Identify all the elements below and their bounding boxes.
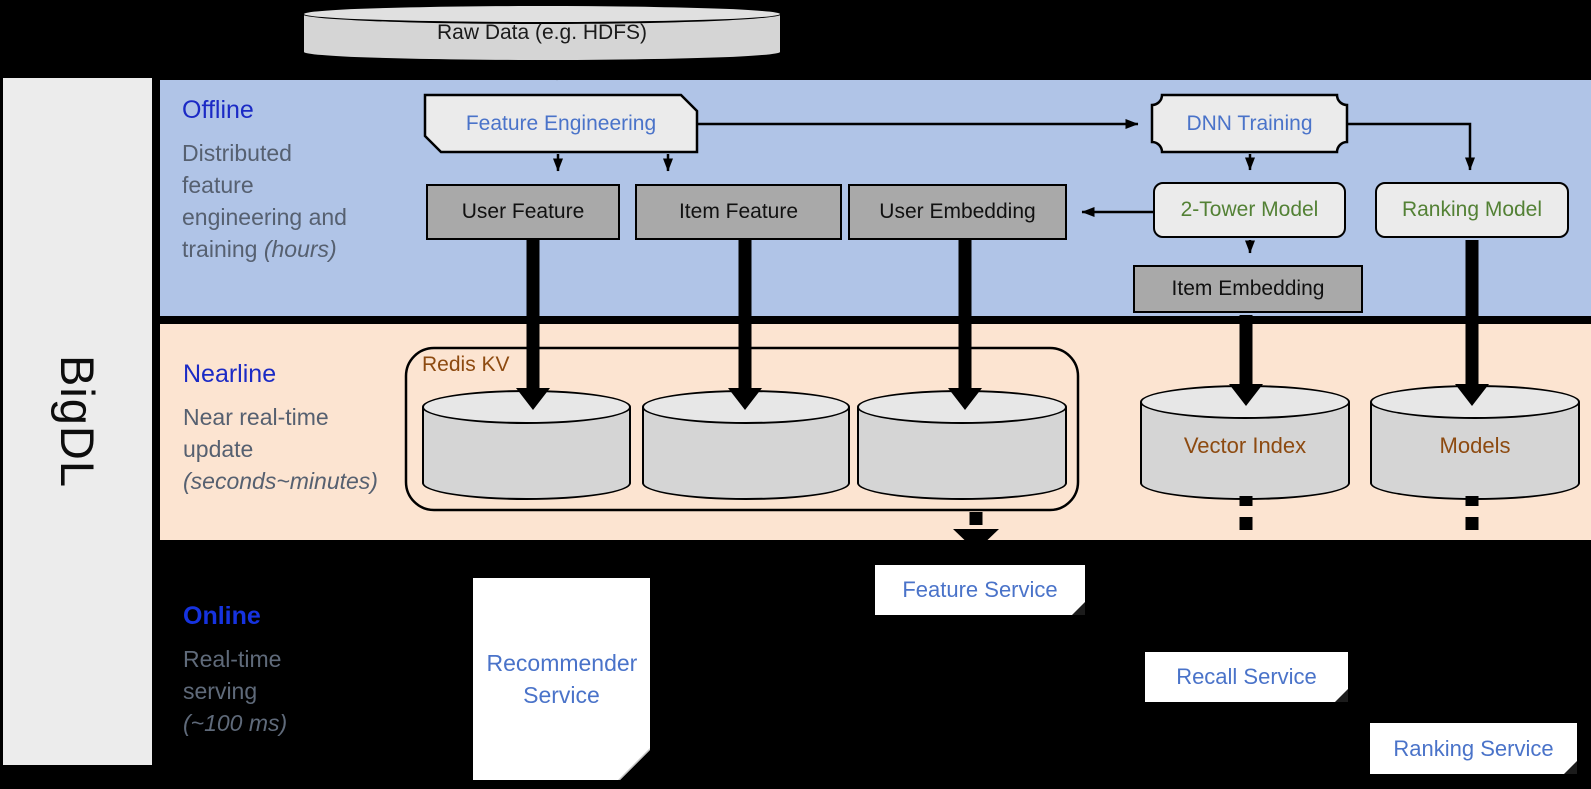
bigdl-brand-label: BigDL [50, 354, 104, 489]
models-cylinder-lid [1370, 385, 1580, 419]
offline-label-block: Offline Distributed feature engineering … [182, 96, 347, 265]
ranking-service-box: Ranking Service [1370, 723, 1577, 774]
feature-service-page-fold [1072, 602, 1085, 615]
item-feature-label: Item Feature [678, 200, 799, 223]
item-embedding-label: Item Embedding [1171, 277, 1325, 300]
bigdl-sidebar: BigDL [3, 78, 152, 765]
offline-desc-line2: feature [182, 172, 254, 198]
user-embedding-label: User Embedding [879, 200, 1036, 223]
recommender-service-page-fold [618, 748, 650, 780]
item-embedding-box: Item Embedding [1133, 265, 1363, 313]
vector-index-cylinder: Vector Index [1140, 385, 1350, 500]
redis-cylinder-3-lid [857, 390, 1067, 424]
item-feature-box: Item Feature [635, 184, 842, 240]
recall-service-label: Recall Service [1176, 664, 1317, 689]
recommender-service-label: Recommender Service [486, 649, 638, 708]
redis-kv-label: Redis KV [422, 353, 510, 376]
redis-cylinder-3 [857, 390, 1067, 500]
two-tower-model-label: 2-Tower Model [1180, 198, 1319, 221]
raw-data-label: Raw Data (e.g. HDFS) [436, 21, 648, 44]
vector-index-cylinder-lid [1140, 385, 1350, 419]
offline-desc-line4-text: training [182, 236, 258, 262]
recommender-service-doc: Recommender Service [473, 578, 650, 780]
nearline-label-block: Nearline Near real-time update (seconds~… [183, 360, 378, 497]
nearline-desc-latency: (seconds~minutes) [183, 468, 378, 494]
online-label-block: Online Real-time serving (~100 ms) [183, 602, 287, 739]
online-desc-line2: serving [183, 678, 258, 704]
user-feature-label: User Feature [461, 200, 585, 223]
user-feature-box: User Feature [426, 184, 620, 240]
ranking-service-page-fold [1564, 761, 1577, 774]
ranking-model-label: Ranking Model [1401, 198, 1543, 221]
ranking-model-box: Ranking Model [1375, 182, 1569, 238]
nearline-desc-line2: update [183, 436, 254, 462]
two-tower-model-box: 2-Tower Model [1153, 182, 1346, 238]
online-desc-latency: (~100 ms) [183, 710, 288, 736]
offline-desc-line4: training (hours) [182, 233, 347, 265]
redis-cylinder-1 [422, 390, 631, 500]
offline-title: Offline [182, 96, 254, 124]
vector-index-label: Vector Index [1183, 433, 1307, 458]
redis-cylinder-2-lid [642, 390, 850, 424]
ranking-service-label: Ranking Service [1393, 735, 1554, 761]
models-cylinder: Models [1370, 385, 1580, 500]
feature-engineering-box: Feature Engineering [425, 95, 697, 152]
nearline-title: Nearline [183, 360, 277, 388]
user-embedding-box: User Embedding [848, 184, 1067, 240]
online-desc-line1: Real-time [183, 646, 282, 672]
feature-engineering-label: Feature Engineering [465, 111, 657, 135]
recall-service-box: Recall Service [1145, 652, 1348, 702]
offline-desc-hours: (hours) [263, 236, 337, 262]
recall-service-page-fold [1335, 689, 1348, 702]
feature-service-box: Feature Service [875, 565, 1085, 615]
online-title: Online [183, 602, 261, 630]
raw-data-cylinder-lid [302, 4, 782, 24]
dnn-training-box: DNN Training [1152, 95, 1347, 152]
offline-desc-line1: Distributed [182, 140, 292, 166]
redis-cylinder-1-lid [422, 390, 631, 424]
online-description: Real-time serving (~100 ms) [183, 643, 287, 739]
nearline-description: Near real-time update (seconds~minutes) [183, 401, 378, 497]
offline-description: Distributed feature engineering and trai… [182, 137, 347, 265]
redis-cylinder-2 [642, 390, 850, 500]
nearline-desc-line1: Near real-time [183, 404, 329, 430]
raw-data-cylinder: Raw Data (e.g. HDFS) [302, 4, 782, 62]
models-label: Models [1439, 433, 1511, 458]
feature-service-label: Feature Service [902, 577, 1058, 602]
offline-desc-line3: engineering and [182, 204, 347, 230]
dnn-training-label: DNN Training [1186, 111, 1313, 135]
